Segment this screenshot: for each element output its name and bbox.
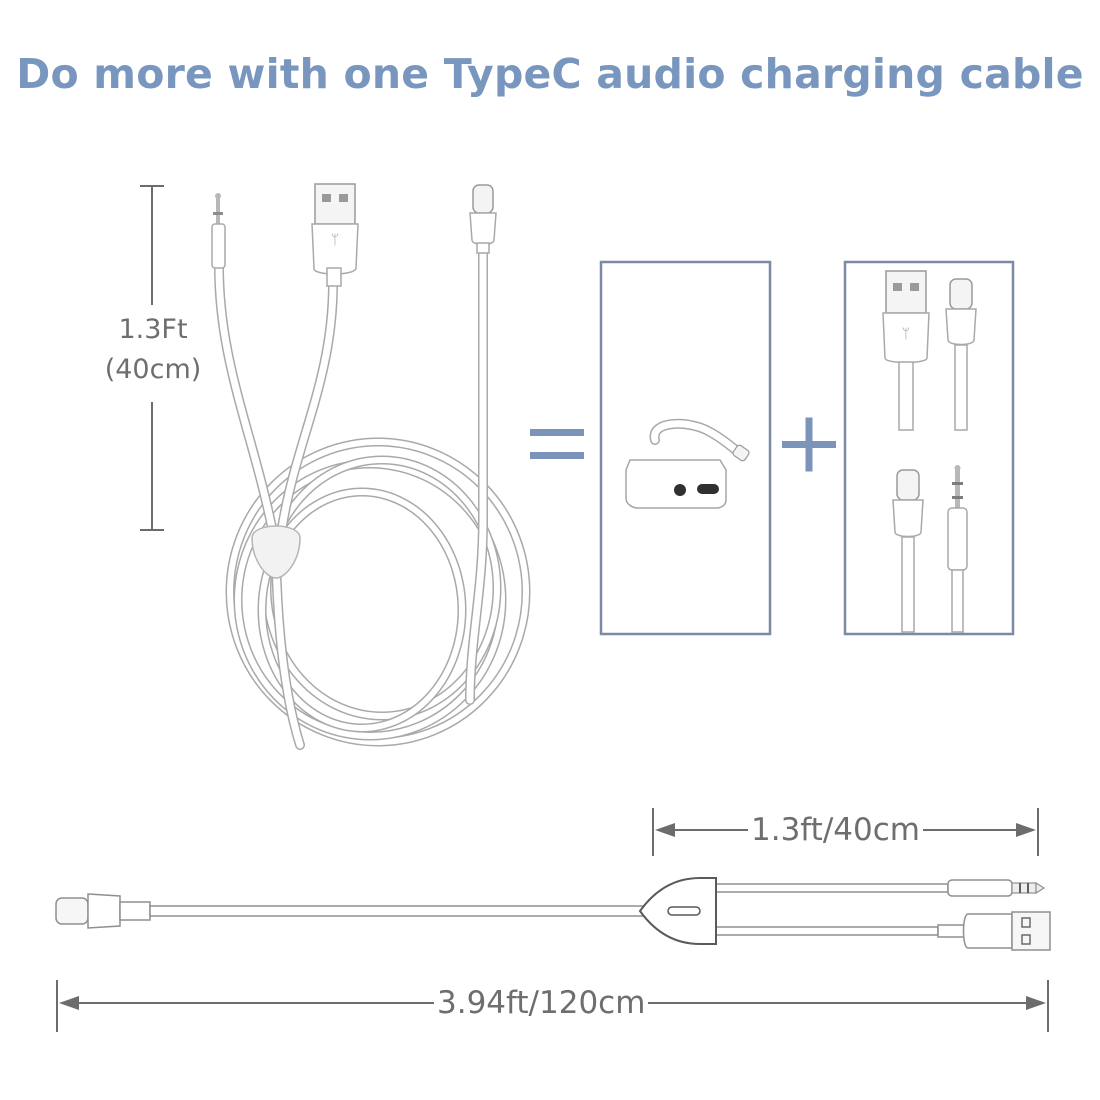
usb-a-plug-icon: ᛘ: [311, 183, 359, 287]
coiled-splitter-cable: [213, 242, 531, 750]
adapter-box: [599, 260, 772, 636]
splitter-joint: [251, 525, 301, 579]
plus-sign: [782, 417, 836, 472]
cable-core: [278, 279, 337, 532]
flat-splitter-cable: [55, 877, 1051, 951]
cable-coil-core: [259, 489, 465, 731]
vertical-dimension-line: [140, 185, 164, 531]
vertical-dimension-feet: 1.3Ft: [118, 314, 188, 345]
page-title: Do more with one TypeC audio charging ca…: [16, 50, 1084, 98]
type-c-cable-icon-2: [892, 469, 924, 633]
svg-text:ᛘ: ᛘ: [331, 232, 339, 248]
svg-text:ᛘ: ᛘ: [902, 326, 910, 342]
cable-coil-core: [227, 439, 529, 745]
type-c-plug-icon: [469, 184, 497, 254]
usb-a-cable-icon: ᛘ: [882, 270, 930, 431]
total-dimension-label: 3.94ft/120cm: [434, 985, 649, 1021]
type-c-cable-icon: [945, 278, 977, 431]
vertical-dimension-cm: (40cm): [104, 354, 202, 385]
cable-core: [651, 420, 746, 459]
split-dimension-label: 1.3ft/40cm: [748, 812, 923, 848]
separate-cables-box: [843, 260, 1015, 636]
aux-cable-icon: [947, 465, 968, 633]
equals-sign: [530, 429, 584, 459]
cable-core: [272, 556, 304, 749]
cable-core: [466, 243, 487, 704]
aux-plug-icon: [211, 193, 226, 269]
cable-core: [215, 258, 276, 532]
audio-charging-adapter-icon: [625, 418, 750, 509]
vertical-dimension-label: 1.3Ft (40cm): [58, 310, 248, 390]
